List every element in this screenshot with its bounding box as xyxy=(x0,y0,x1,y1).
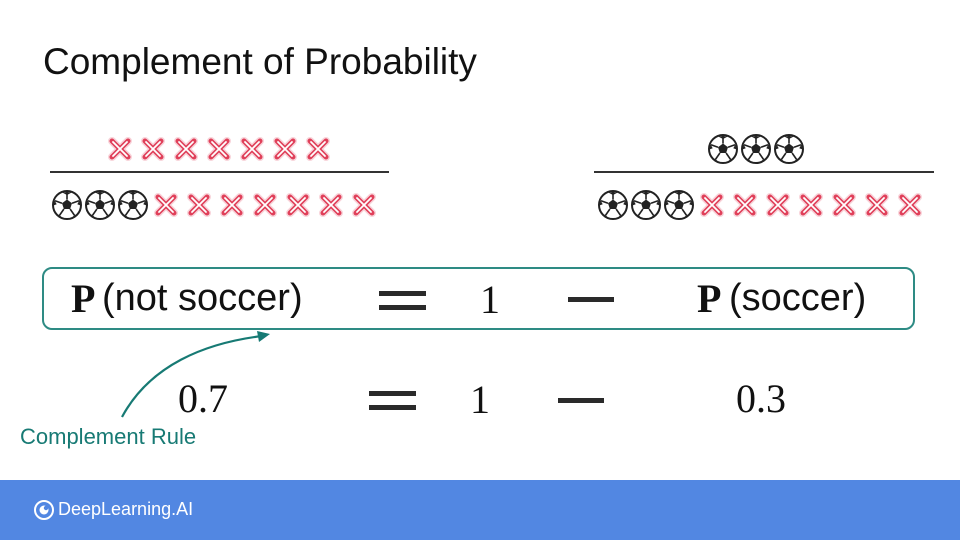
cross-icon xyxy=(762,189,794,221)
cross-icon xyxy=(894,189,926,221)
numeric-equals-top xyxy=(369,391,416,396)
cross-icon xyxy=(170,133,202,165)
brand-logo: DeepLearning.AI xyxy=(34,499,193,520)
complement-rule-label: Complement Rule xyxy=(20,424,197,449)
footer-bar: DeepLearning.AI xyxy=(0,480,960,540)
soccer-ball-icon xyxy=(707,133,739,165)
cross-icon xyxy=(348,189,380,221)
numeric-one: 1 xyxy=(470,377,490,422)
cross-icon xyxy=(861,189,893,221)
cross-icon xyxy=(269,133,301,165)
numeric-right-value: 0.3 xyxy=(736,376,786,421)
soccer-ball-icon xyxy=(117,189,149,221)
right-fraction-line xyxy=(594,171,934,173)
equals-sign-bottom xyxy=(379,305,426,310)
soccer-ball-icon xyxy=(597,189,629,221)
cross-icon xyxy=(729,189,761,221)
p-symbol-left: P xyxy=(71,276,96,321)
minus-sign xyxy=(568,297,614,302)
brand-name: DeepLearning.AI xyxy=(58,499,194,519)
soccer-ball-icon xyxy=(84,189,116,221)
complement-formula-box xyxy=(42,267,915,330)
cross-icon xyxy=(315,189,347,221)
cross-icon xyxy=(795,189,827,221)
cross-icon xyxy=(249,189,281,221)
not-soccer-event: (not soccer) xyxy=(102,277,303,319)
cross-icon xyxy=(203,133,235,165)
right-numerator xyxy=(707,132,806,166)
soccer-ball-icon xyxy=(773,133,805,165)
soccer-ball-icon xyxy=(51,189,83,221)
deeplearning-logo-icon xyxy=(34,499,54,520)
cross-icon xyxy=(150,189,182,221)
p-symbol-right: P xyxy=(697,276,722,321)
soccer-ball-icon xyxy=(630,189,662,221)
cross-icon xyxy=(216,189,248,221)
numeric-equals-bottom xyxy=(369,405,416,410)
cross-icon xyxy=(104,133,136,165)
cross-icon xyxy=(282,189,314,221)
numeric-left-value: 0.7 xyxy=(178,376,228,421)
equals-sign-top xyxy=(379,291,426,296)
cross-icon xyxy=(137,133,169,165)
cross-icon xyxy=(236,133,268,165)
cross-icon xyxy=(828,189,860,221)
right-denominator xyxy=(597,188,927,222)
cross-icon xyxy=(183,189,215,221)
numeric-minus-sign xyxy=(558,398,604,403)
cross-icon xyxy=(302,133,334,165)
left-denominator xyxy=(51,188,381,222)
left-fraction-line xyxy=(50,171,389,173)
soccer-ball-icon xyxy=(740,133,772,165)
formula-one: 1 xyxy=(480,277,500,322)
soccer-event: (soccer) xyxy=(729,277,867,319)
slide-title: Complement of Probability xyxy=(43,41,477,82)
soccer-ball-icon xyxy=(663,189,695,221)
cross-icon xyxy=(696,189,728,221)
left-numerator xyxy=(104,132,335,166)
